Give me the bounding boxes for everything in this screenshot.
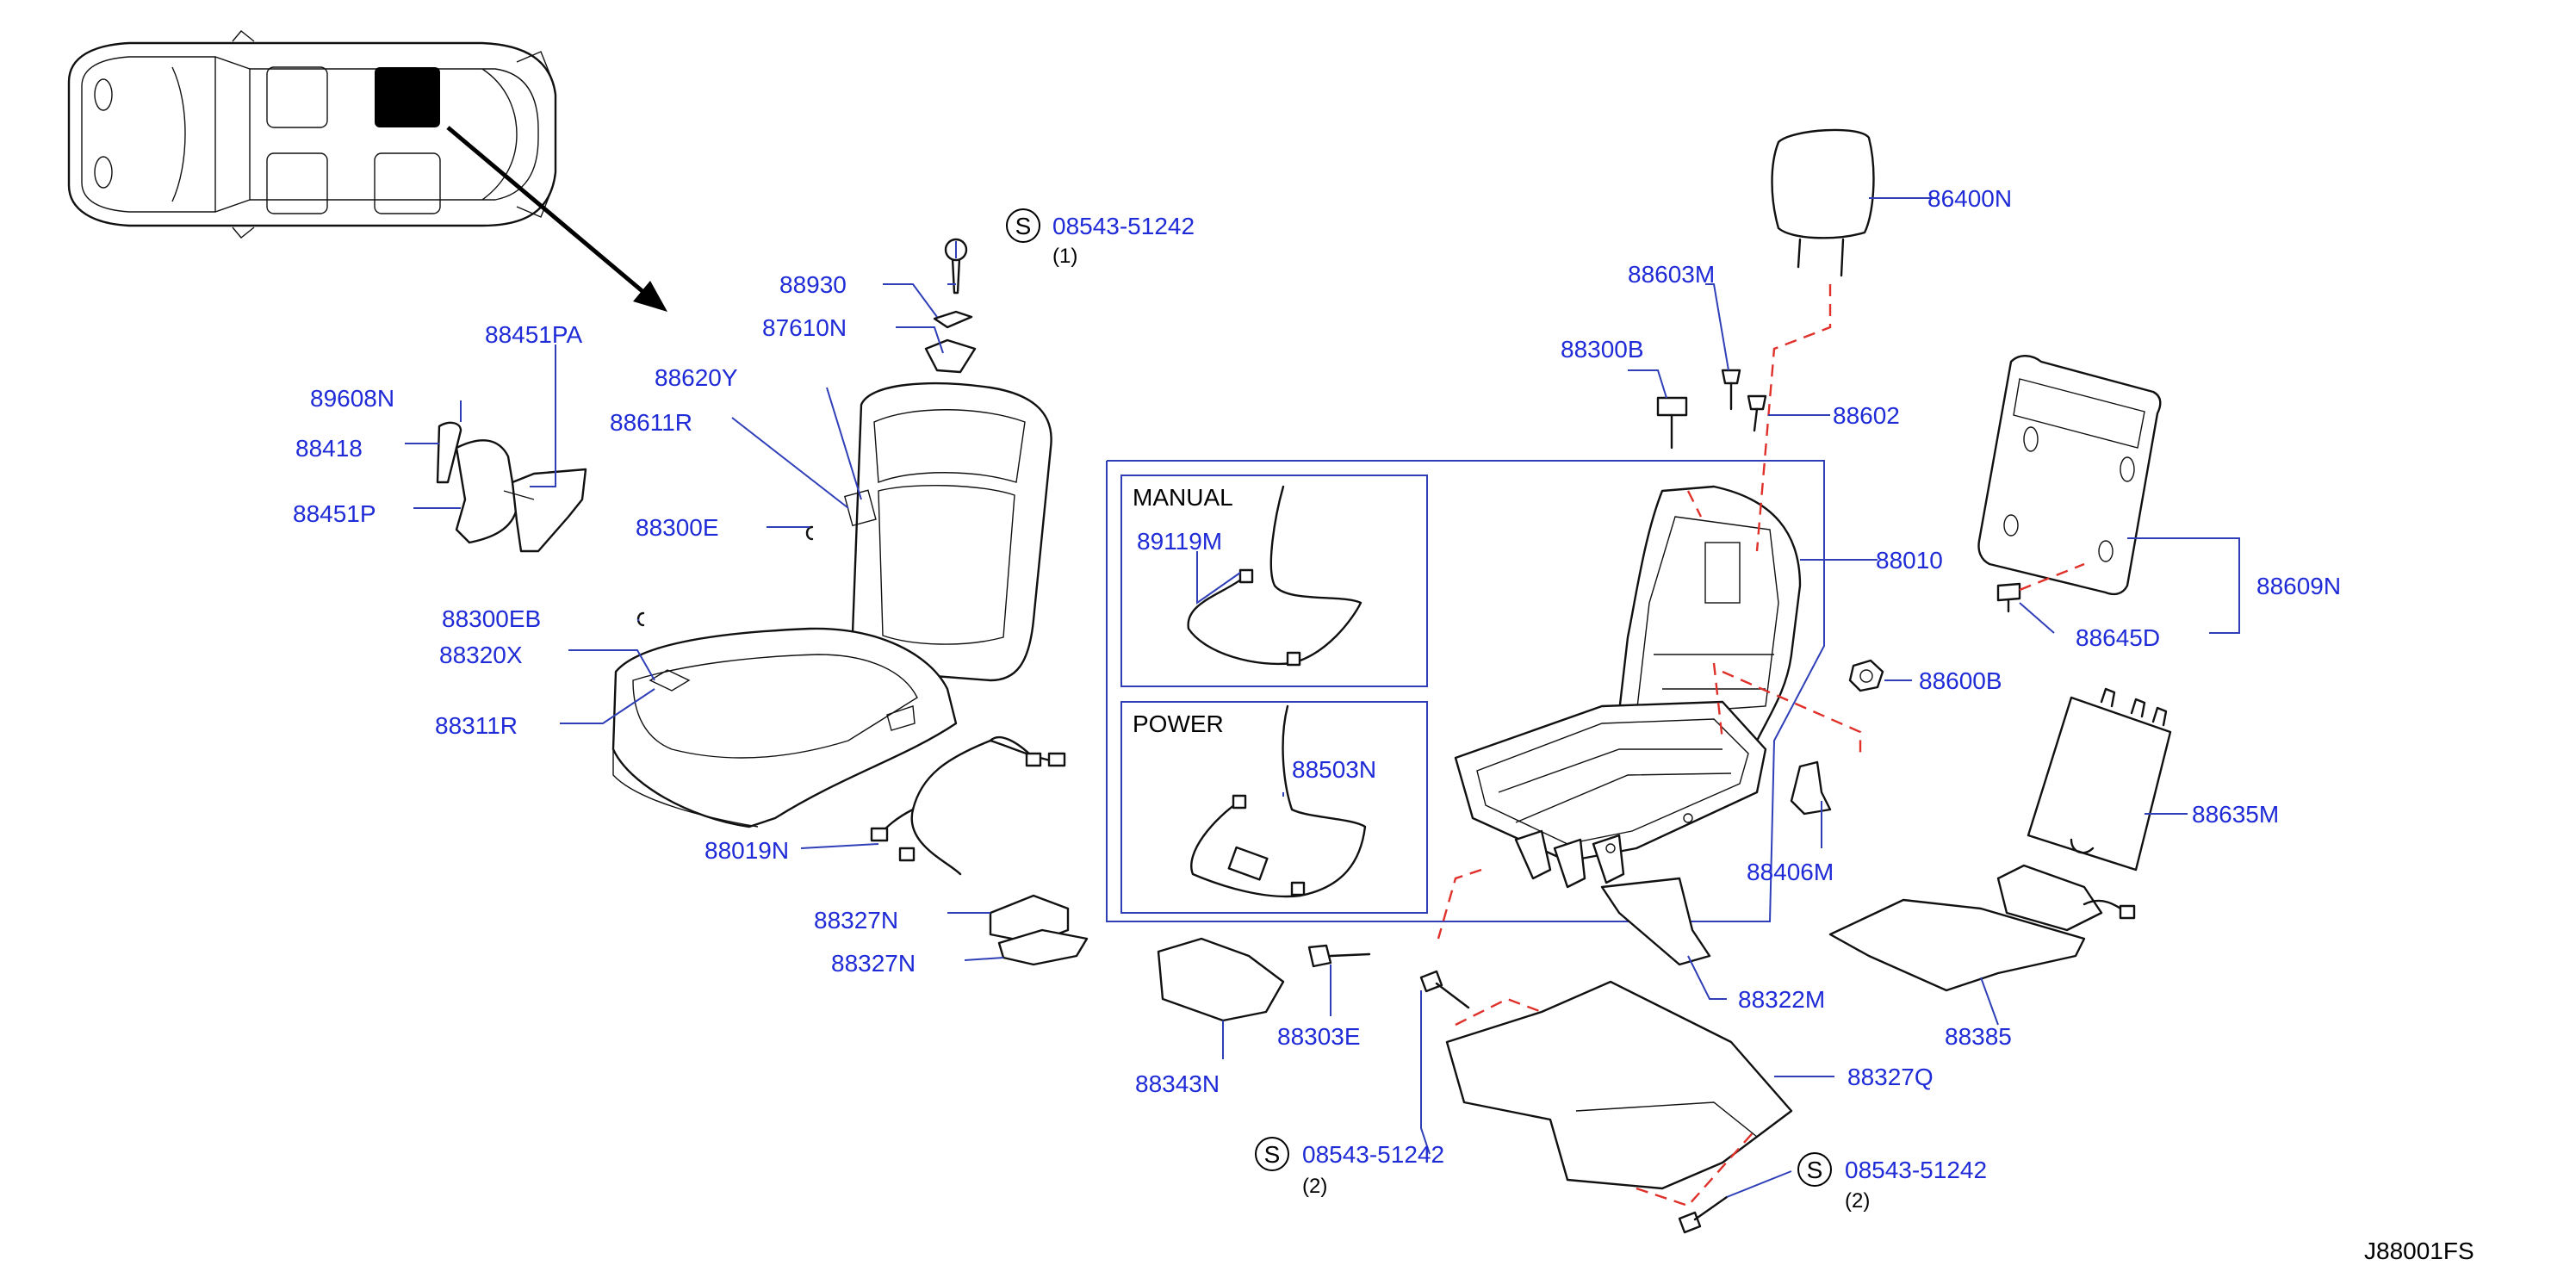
label-88327n-b: 88327N [831,950,916,977]
label-88600b: 88600B [1919,667,2002,694]
label-88645d: 88645D [2076,624,2160,651]
seat-frame-group-box [1106,460,1825,922]
label-88503n: 88503N [1292,756,1376,783]
seat-back-cushion [843,382,1052,682]
label-88343n: 88343N [1135,1070,1220,1097]
label-88300e: 88300E [636,514,719,541]
label-88930: 88930 [779,271,847,298]
label-88418: 88418 [295,435,363,462]
standard-part-icon [1255,1137,1289,1171]
standard-part-icon [1006,208,1040,243]
label-88635m: 88635M [2192,801,2279,828]
label-88300eb: 88300EB [442,605,541,632]
label-88327n-a: 88327N [814,907,898,934]
clip-88645d [1996,582,2021,613]
dash-line-e [1636,1127,1758,1207]
screw-symbol: S [1807,1157,1823,1183]
screw-number: 08543-51242 [1302,1141,1444,1168]
screw-callout-1: S 08543-51242 (1) [1006,208,1195,268]
dash-line-a [1686,490,1703,518]
pin-88602 [1747,394,1767,432]
screw-symbol: S [1264,1141,1281,1168]
label-88406m: 88406M [1747,859,1834,885]
screw-qty: (2) [1845,1189,1870,1213]
screw-qty: (1) [1052,245,1077,268]
label-88327q: 88327Q [1847,1064,1934,1090]
label-88019n: 88019N [705,837,789,864]
dash-line-b [1712,662,1724,741]
label-88451pa: 88451PA [485,321,582,348]
selected-seat-marker [375,67,440,127]
dash-line-headrest [1755,284,1832,552]
screw-callout-2: S 08543-51242 (2) [1255,1137,1444,1198]
screw-callout-3: S 08543-51242 (2) [1797,1152,1987,1213]
dash-line-f [1437,868,1482,940]
label-88451p: 88451P [293,500,376,527]
dash-line-c [1722,670,1862,758]
screw-number: 08543-51242 [1845,1157,1987,1183]
label-88602: 88602 [1833,402,1900,429]
label-89119m: 89119M [1137,528,1222,555]
screw-number: 08543-51242 [1052,213,1195,239]
label-88620y: 88620Y [655,364,738,391]
clip-88300e-icon [805,525,814,541]
nut-88600b [1848,659,1884,692]
cover-88343n [1157,937,1285,1022]
part-labels: 86400N 88603M 88300B 88602 88010 88609N … [293,185,2341,1097]
label-88385: 88385 [1945,1023,2012,1050]
diagram-code: J88001FS [2364,1238,2474,1264]
screw-symbol: S [1015,213,1032,239]
top-clip-parts [924,238,977,374]
label-88609n: 88609N [2256,573,2341,599]
seat-cushion [611,627,958,828]
cover-88327n [989,894,1089,966]
bolt-88303e [1307,944,1371,968]
cover-88327q [1445,980,1793,1190]
manual-box-title: MANUAL [1133,484,1233,511]
trim-88322m [1600,877,1711,966]
label-88303e: 88303E [1277,1023,1361,1050]
label-86400n: 86400N [1927,185,2012,212]
pin-88603m [1721,369,1741,411]
bolt-88300b [1656,396,1688,450]
label-88603m: 88603M [1628,261,1715,288]
screw-qty: (2) [1302,1175,1327,1198]
label-89608n: 89608N [310,385,394,412]
arrow-icon [633,281,667,312]
part-88406m [1790,760,1832,816]
screw-top [1419,970,1470,1009]
side-cover-parts [436,421,587,553]
standard-part-icon [1797,1152,1832,1187]
manual-box: MANUAL [1120,475,1428,687]
label-88320x: 88320X [439,642,523,668]
power-box: POWER [1120,701,1428,914]
wire-harness-88019n [870,735,1066,876]
label-87610n: 87610N [762,314,847,341]
back-panel-88609n [1977,355,2162,596]
power-box-title: POWER [1133,710,1224,737]
label-88611r: 88611R [610,409,692,436]
dash-line-d [1455,997,1542,1027]
label-88010: 88010 [1876,547,1943,574]
seat-frame-88010 [1454,485,1802,889]
dash-line-panel [2019,562,2085,592]
label-88322m: 88322M [1738,986,1825,1013]
board-88635m [2027,687,2172,872]
screw-bottom [1678,1195,1729,1234]
mat-88385 [1828,864,2136,992]
headrest-86400n [1771,128,1875,277]
label-88300b: 88300B [1561,336,1644,363]
leader-lines [405,197,2240,1198]
label-88311r: 88311R [435,712,518,739]
vehicle-top-view [67,30,667,312]
